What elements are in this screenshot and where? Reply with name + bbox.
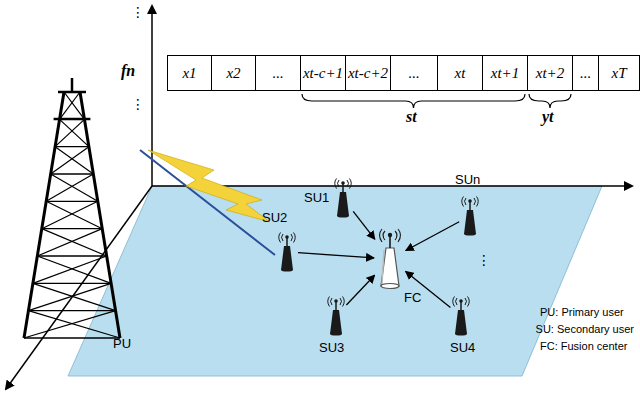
sequence-cell: xT — [598, 55, 640, 91]
sequence-cell: ... — [255, 55, 301, 91]
node-label: FC — [404, 290, 421, 305]
antenna-icon — [461, 196, 479, 236]
antenna-icon — [452, 296, 470, 336]
sequence-cell: xt-c+1 — [300, 55, 346, 91]
ellipsis: ⋮ — [477, 252, 491, 268]
brace — [302, 94, 525, 108]
legend-note: FC: Fusion center — [540, 340, 627, 352]
ground-plane — [68, 186, 602, 376]
secondary-user-node: SU2 — [278, 232, 296, 272]
signal-line — [140, 150, 275, 255]
fusion-center-node: FC — [376, 228, 404, 290]
sample-label: xt-c+2 — [348, 65, 388, 82]
target-label: yt — [542, 108, 554, 126]
sequence-cell: ... — [572, 55, 599, 91]
antenna-icon — [327, 296, 345, 336]
report-arrow — [346, 275, 374, 305]
ellipsis: ⋮ — [131, 96, 145, 112]
tower-symbol — [24, 78, 120, 338]
secondary-user-node: SUn — [461, 196, 479, 236]
secondary-user-node: SU4 — [452, 296, 470, 336]
sequence-cell: xt-c+2 — [345, 55, 391, 91]
node-label: SU4 — [450, 340, 475, 355]
sample-label: x2 — [226, 65, 240, 82]
sample-label: xT — [612, 65, 627, 82]
report-arrow — [406, 222, 459, 251]
node-label: SU2 — [262, 210, 287, 225]
sample-label: ... — [580, 65, 591, 82]
brace — [529, 94, 571, 108]
sample-label: xt+2 — [536, 65, 564, 82]
fusion-center-icon — [376, 228, 404, 290]
node-label: SUn — [455, 172, 480, 187]
node-label: SU1 — [304, 190, 329, 205]
sequence-cell: ... — [390, 55, 438, 91]
depth-axis — [6, 186, 152, 389]
sequence-cell: x2 — [211, 55, 256, 91]
sequence-cell: x1 — [167, 55, 212, 91]
sample-label: xt+1 — [491, 65, 519, 82]
sequence-cell: xt+2 — [527, 55, 573, 91]
sample-label: ... — [408, 65, 419, 82]
pu-label: PU — [113, 336, 131, 351]
sample-label: x1 — [182, 65, 196, 82]
report-arrow — [353, 211, 375, 239]
lightning-bolt — [148, 150, 270, 222]
legend-note: SU: Secondary user — [536, 323, 634, 335]
secondary-user-node: SU3 — [327, 296, 345, 336]
sample-label: ... — [272, 65, 283, 82]
sample-label: xt — [455, 65, 466, 82]
sample-label: xt-c+1 — [303, 65, 343, 82]
antenna-icon — [278, 232, 296, 272]
report-arrow — [298, 253, 374, 258]
sequence-cell: xt+1 — [482, 55, 528, 91]
antenna-icon — [334, 178, 352, 218]
feature-label: fn — [121, 62, 135, 80]
legend-note: PU: Primary user — [540, 306, 624, 318]
window-label: st — [406, 108, 417, 126]
sequence-cell: xt — [437, 55, 483, 91]
node-label: SU3 — [319, 340, 344, 355]
secondary-user-node: SU1 — [334, 178, 352, 218]
ellipsis: ⋮ — [131, 4, 145, 20]
